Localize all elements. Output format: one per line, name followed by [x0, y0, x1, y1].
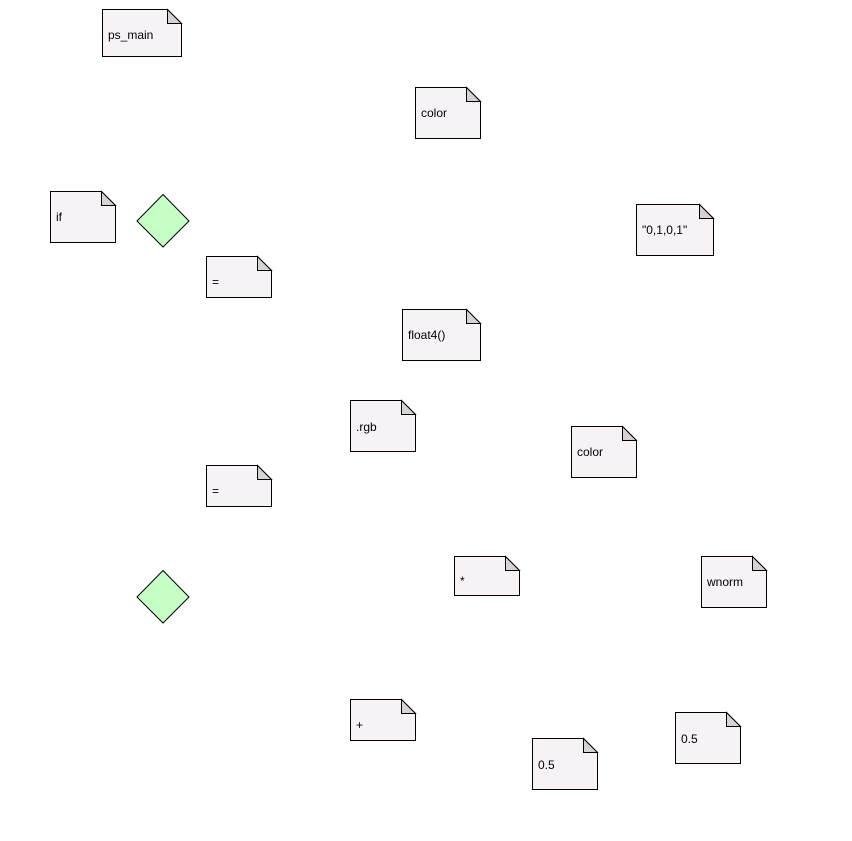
- note-shape: [571, 425, 638, 478]
- note-ps-main[interactable]: ps_main: [102, 8, 183, 57]
- note-label: 0.5: [538, 758, 555, 772]
- note-label: =: [212, 275, 220, 289]
- note-label: *: [460, 574, 465, 588]
- note-plus[interactable]: +: [350, 698, 417, 741]
- note-wnorm[interactable]: wnorm: [701, 555, 768, 608]
- note-assign-1[interactable]: =: [206, 255, 273, 298]
- note-shape: [350, 698, 417, 741]
- note-label: color: [421, 106, 448, 120]
- note-if[interactable]: if: [50, 190, 117, 243]
- note-label: 0.5: [681, 732, 698, 746]
- note-shape: [50, 190, 117, 243]
- note-shape: [402, 308, 482, 361]
- note-const-string[interactable]: "0,1,0,1": [636, 203, 715, 256]
- note-shape: [532, 737, 599, 790]
- note-half-a[interactable]: 0.5: [532, 737, 599, 790]
- note-label: .rgb: [356, 420, 377, 434]
- note-shape: [454, 555, 521, 596]
- note-shape: [415, 86, 482, 139]
- note-assign-2[interactable]: =: [206, 464, 273, 507]
- note-shape: [675, 711, 742, 764]
- note-shape: [350, 399, 417, 452]
- note-label: float4(): [408, 328, 446, 342]
- note-shape: [636, 203, 715, 256]
- note-label: "0,1,0,1": [642, 223, 688, 237]
- note-shape: [206, 464, 273, 507]
- note-color-top[interactable]: color: [415, 86, 482, 139]
- note-label: ps_main: [108, 28, 154, 42]
- note-label: color: [577, 445, 604, 459]
- note-color-mid[interactable]: color: [571, 425, 638, 478]
- note-label: wnorm: [707, 575, 744, 589]
- note-rgb[interactable]: .rgb: [350, 399, 417, 452]
- note-label: =: [212, 484, 220, 498]
- note-shape: [701, 555, 768, 608]
- note-shape: [206, 255, 273, 298]
- decision-diamond-1[interactable]: [136, 194, 190, 248]
- note-float4[interactable]: float4(): [402, 308, 482, 361]
- note-shape: [102, 8, 183, 57]
- note-label: +: [356, 718, 364, 732]
- note-label: if: [56, 210, 62, 224]
- note-half-b[interactable]: 0.5: [675, 711, 742, 764]
- note-multiply[interactable]: *: [454, 555, 521, 596]
- decision-diamond-2[interactable]: [136, 570, 190, 624]
